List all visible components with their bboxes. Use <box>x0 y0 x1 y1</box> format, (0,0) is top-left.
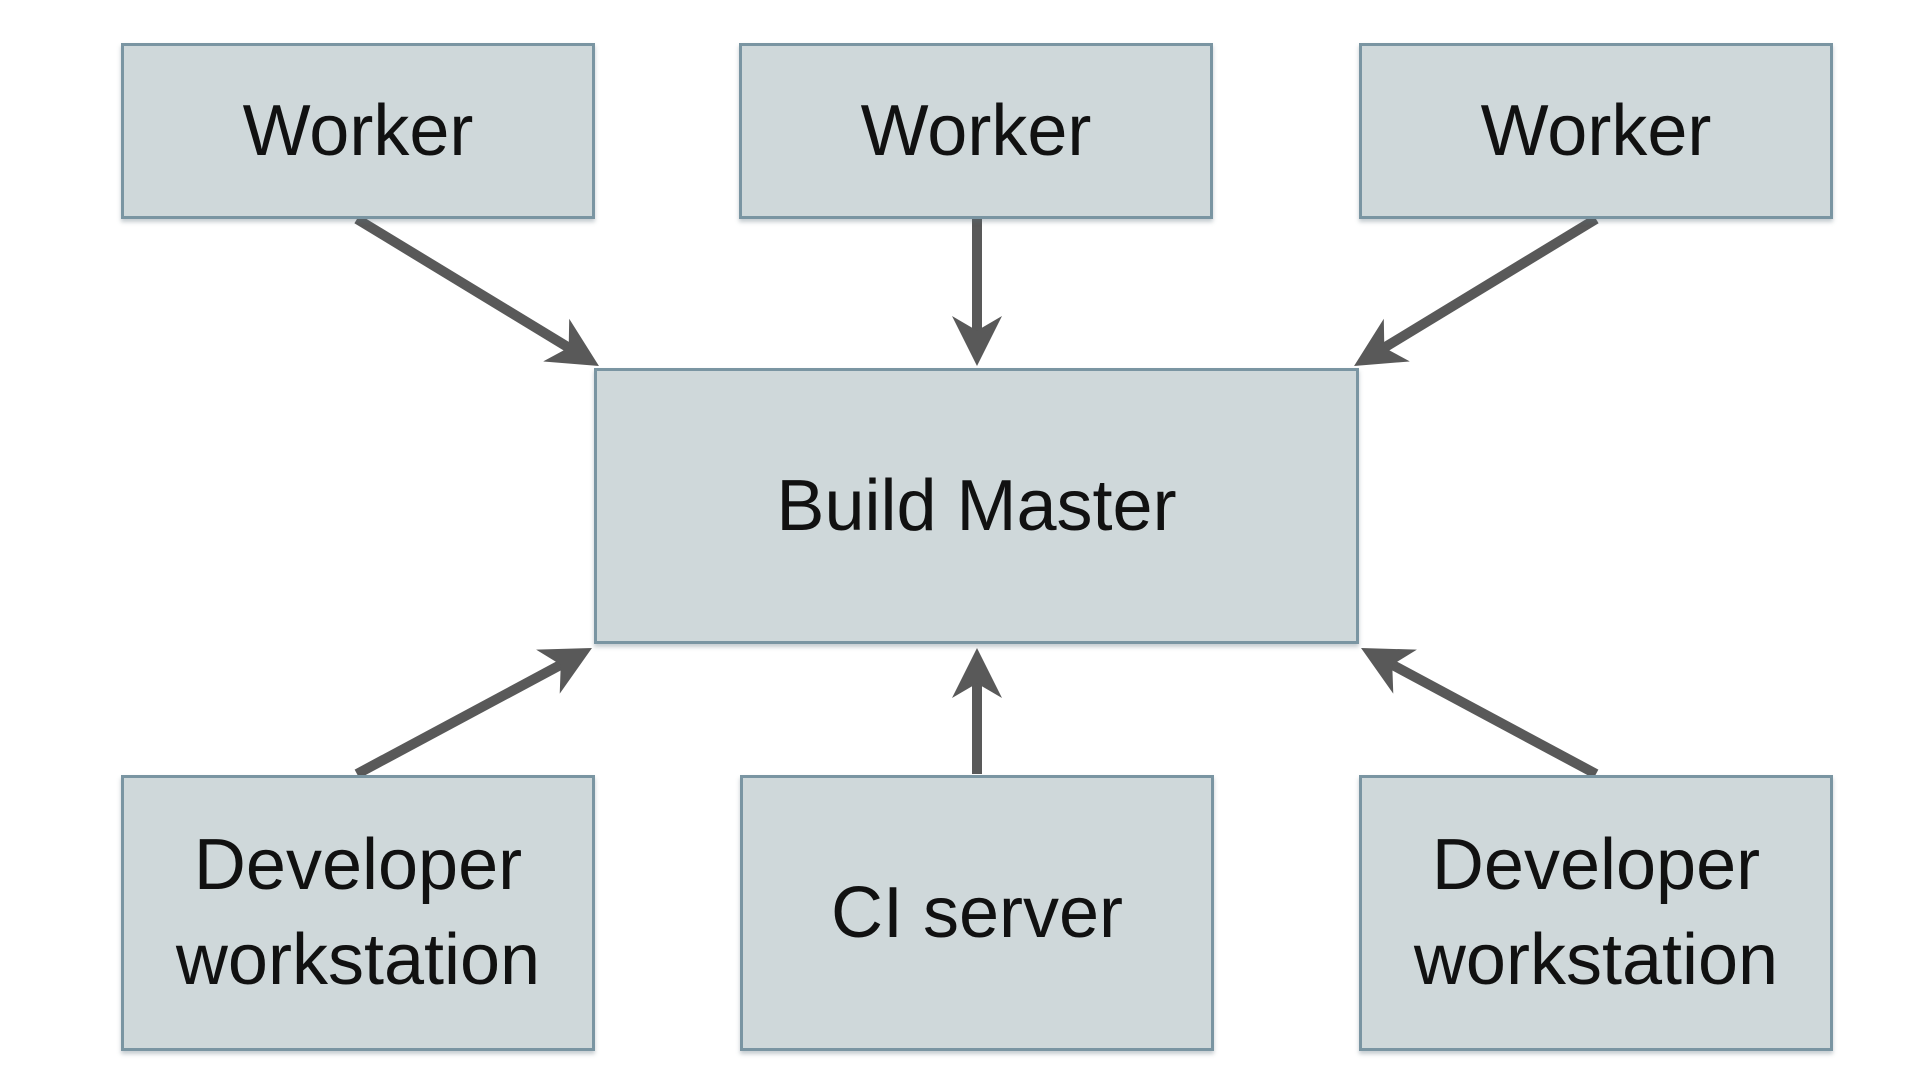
node-developer-workstation-right-label: Developer workstation <box>1413 825 1779 1000</box>
node-worker-2-label: Worker <box>860 90 1092 171</box>
node-developer-workstation-left-label: Developer workstation <box>175 825 541 1000</box>
node-worker-3-label: Worker <box>1480 90 1712 171</box>
node-worker-2: Worker <box>739 43 1213 219</box>
node-worker-3: Worker <box>1359 43 1833 219</box>
node-ci-server: CI server <box>740 775 1214 1051</box>
node-developer-workstation-left: Developer workstation <box>121 775 595 1051</box>
node-worker-1-label: Worker <box>242 90 474 171</box>
arrow-worker-1-to-build-master <box>354 214 599 367</box>
node-developer-workstation-right: Developer workstation <box>1359 775 1833 1051</box>
node-worker-1: Worker <box>121 43 595 219</box>
node-build-master-label: Build Master <box>776 465 1177 546</box>
node-ci-server-label: CI server <box>830 872 1124 953</box>
arrow-developer-workstation-right-to-build-master <box>1361 648 1599 779</box>
arrow-worker-3-to-build-master <box>1354 214 1599 367</box>
arrow-developer-workstation-left-to-build-master <box>354 648 592 779</box>
node-build-master: Build Master <box>594 368 1359 644</box>
